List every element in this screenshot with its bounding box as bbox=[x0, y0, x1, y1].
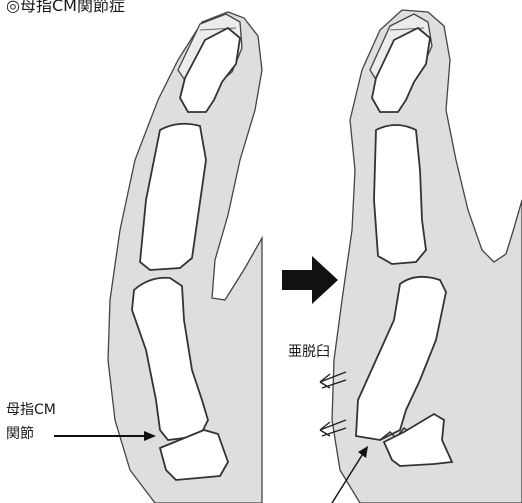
normal-thumb bbox=[108, 12, 262, 503]
cm-joint-label-line2: 関節 bbox=[6, 424, 34, 444]
progression-arrow bbox=[282, 256, 338, 304]
proximal-phalanx-right bbox=[374, 125, 426, 264]
arthritic-thumb bbox=[332, 10, 522, 503]
subluxation-label: 亜脱臼 bbox=[288, 342, 330, 362]
cm-joint-label-line1: 母指CM bbox=[6, 400, 56, 420]
